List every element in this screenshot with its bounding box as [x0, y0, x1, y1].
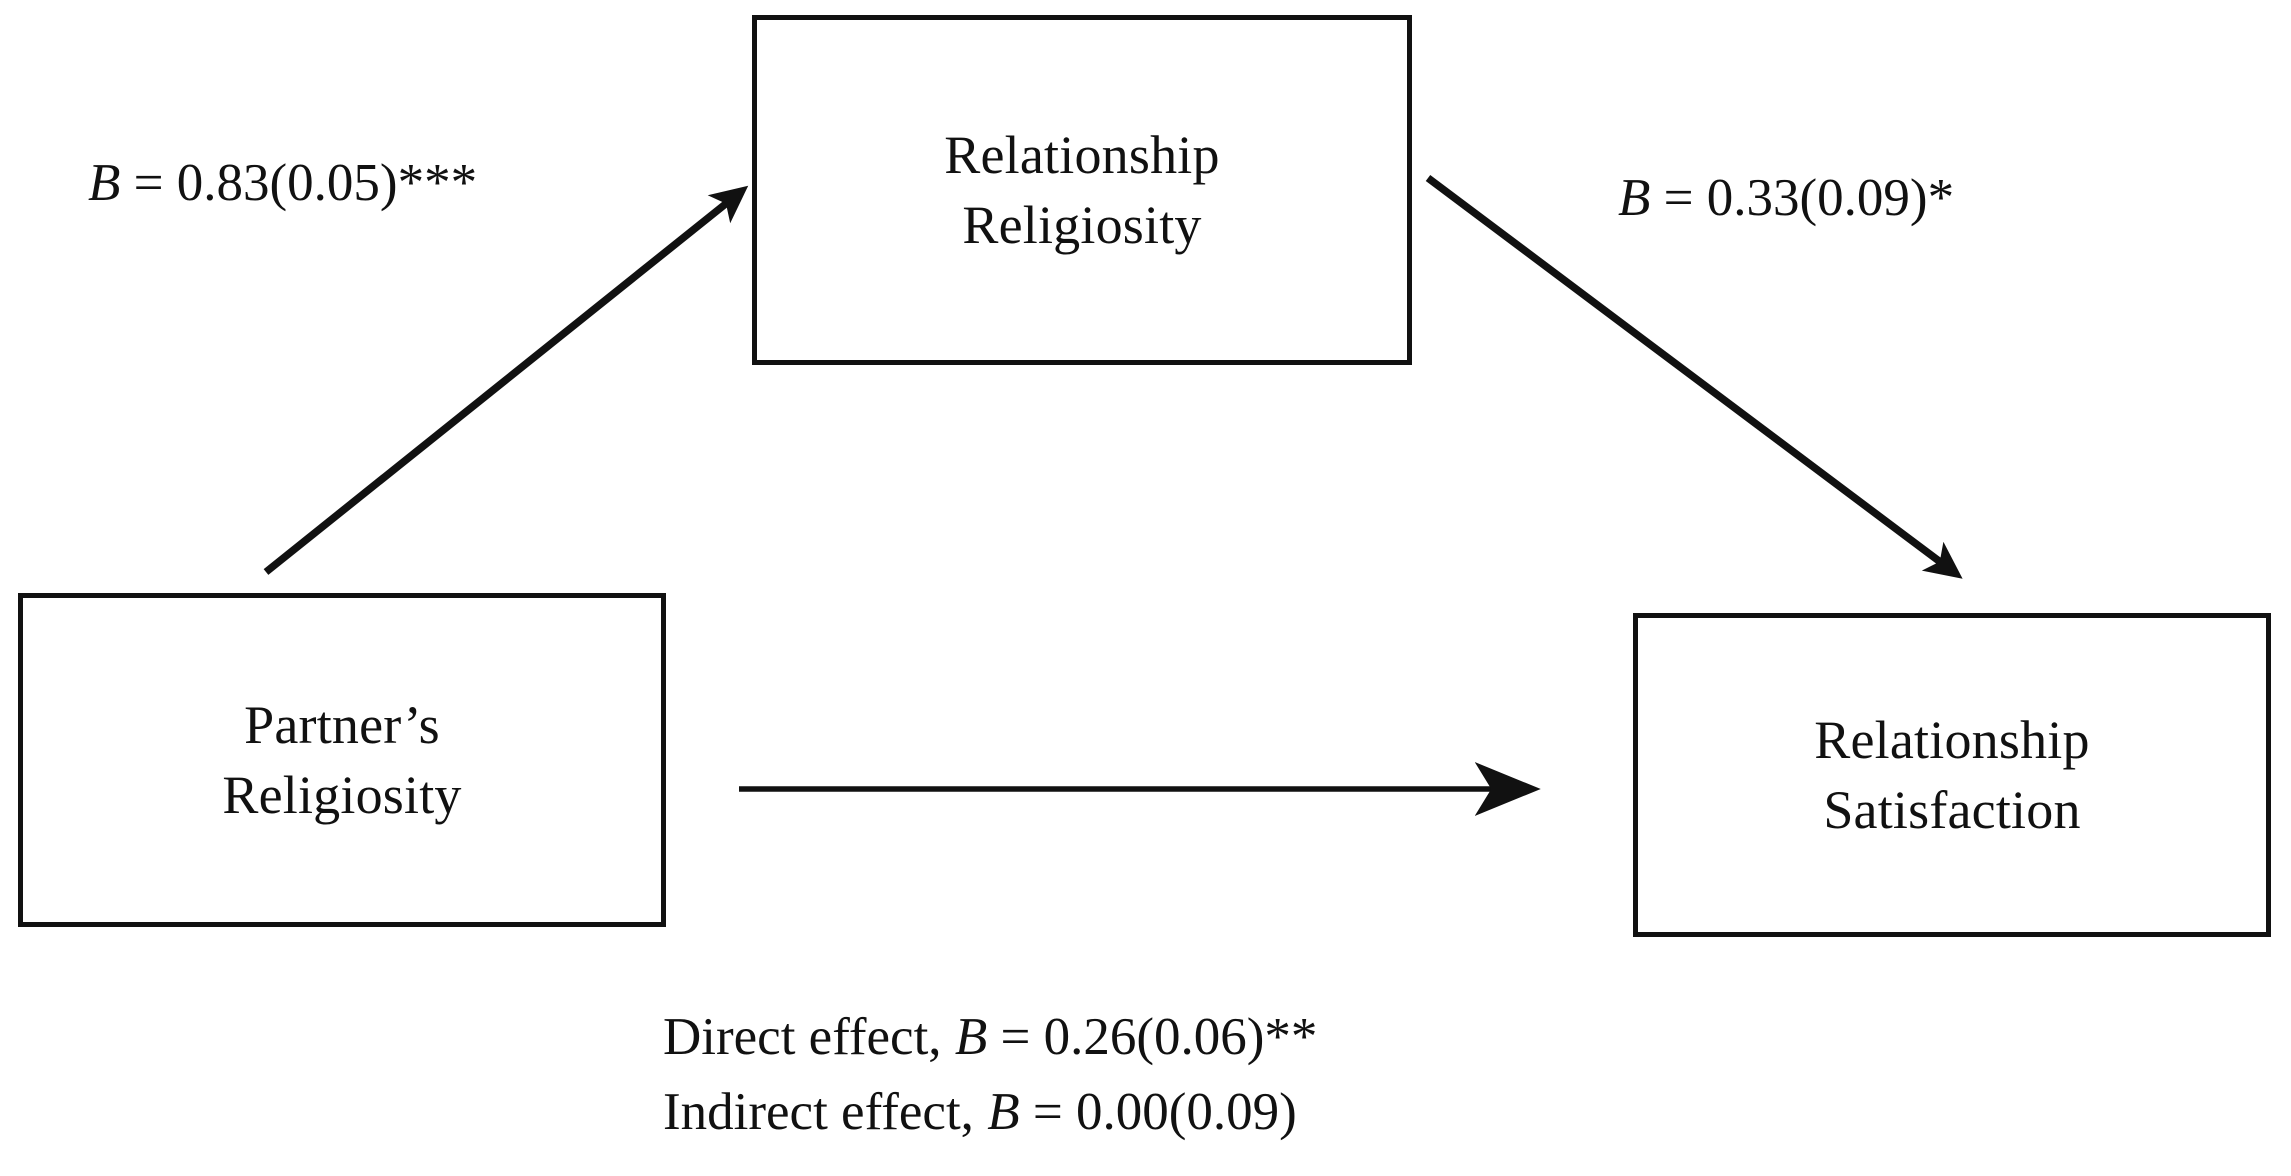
b-path-coefficient-label: B = 0.33(0.09)*	[1618, 165, 1954, 231]
a-path-coefficient-label: B = 0.83(0.05)***	[88, 150, 477, 216]
mediator-label-line2: Religiosity	[962, 195, 1202, 255]
predictor-label-line2: Religiosity	[222, 765, 462, 825]
direct-effect-symbol: B	[954, 1008, 988, 1066]
a-path-coefficient-symbol: B	[88, 154, 121, 212]
a-path-coefficient-value: = 0.83(0.05)***	[120, 154, 478, 212]
outcome-label-line1: Relationship	[1814, 709, 2090, 770]
predictor-box: Partner’s Religiosity	[18, 593, 666, 927]
effects-summary: Direct effect, B = 0.26(0.06)** Indirect…	[663, 1000, 1317, 1151]
b-path-coefficient-symbol: B	[1618, 169, 1651, 227]
direct-effect-line: Direct effect, B = 0.26(0.06)**	[663, 1000, 1317, 1075]
arrow-a-path	[263, 185, 749, 575]
predictor-label-line1: Partner’s	[244, 694, 440, 755]
indirect-effect-line: Indirect effect, B = 0.00(0.09)	[663, 1075, 1317, 1150]
indirect-effect-prefix: Indirect effect,	[663, 1083, 988, 1142]
arrow-b-path	[1425, 174, 1963, 579]
outcome-box: Relationship Satisfaction	[1633, 613, 2271, 937]
indirect-effect-value: = 0.00(0.09)	[1019, 1083, 1297, 1142]
b-path-coefficient-value: = 0.33(0.09)*	[1650, 169, 1955, 227]
mediator-box: Relationship Religiosity	[752, 15, 1412, 365]
direct-effect-value: = 0.26(0.06)**	[987, 1008, 1318, 1066]
direct-effect-prefix: Direct effect,	[663, 1008, 955, 1066]
outcome-label-line2: Satisfaction	[1823, 780, 2081, 840]
indirect-effect-symbol: B	[987, 1083, 1020, 1142]
mediator-label-line1: Relationship	[944, 124, 1220, 185]
